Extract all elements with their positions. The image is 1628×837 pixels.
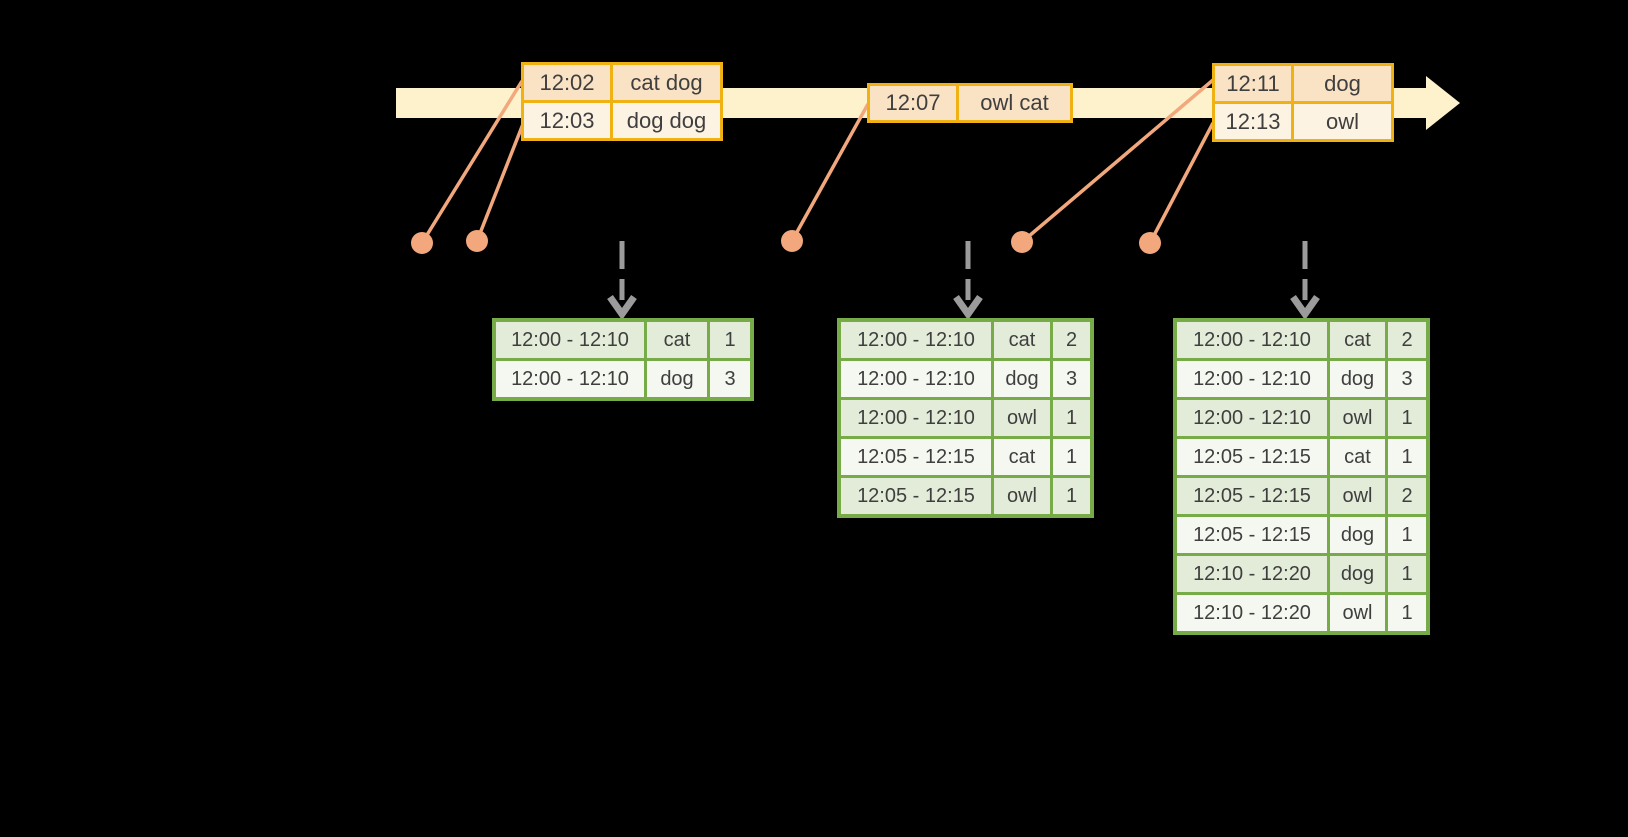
count-cell: 3 [1388,361,1426,397]
window-cell: 12:00 - 12:10 [841,361,991,397]
window-cell: 12:05 - 12:15 [1177,517,1327,553]
count-cell: 1 [1053,478,1090,514]
event-time: 12:03 [524,103,610,138]
count-cell: 2 [1053,322,1090,358]
count-cell: 1 [1388,595,1426,631]
event-time: 12:13 [1215,104,1291,139]
word-cell: cat [994,322,1050,358]
count-cell: 1 [710,322,750,358]
word-cell: cat [994,439,1050,475]
window-cell: 12:00 - 12:10 [1177,322,1327,358]
event-dot [1011,231,1033,253]
event-words: cat dog [613,65,720,100]
word-cell: dog [1330,556,1385,592]
window-cell: 12:00 - 12:10 [1177,361,1327,397]
word-cell: owl [994,400,1050,436]
window-cell: 12:00 - 12:10 [841,400,991,436]
event-dot [781,230,803,252]
window-cell: 12:05 - 12:15 [841,478,991,514]
count-cell: 3 [710,361,750,397]
word-cell: cat [1330,322,1385,358]
timeline-arrowhead-icon [1426,76,1460,130]
event-table-2: 12:07 owl cat [867,83,1073,123]
count-cell: 1 [1388,439,1426,475]
event-dot [1139,232,1161,254]
event-dot [411,232,433,254]
count-cell: 1 [1388,556,1426,592]
result-table-2: 12:00 - 12:10 cat 2 12:00 - 12:10 dog 3 … [837,318,1094,518]
word-cell: dog [994,361,1050,397]
connector-line [420,80,524,244]
word-cell: cat [1330,439,1385,475]
count-cell: 2 [1388,322,1426,358]
count-cell: 2 [1388,478,1426,514]
result-table-3: 12:00 - 12:10 cat 2 12:00 - 12:10 dog 3 … [1173,318,1430,635]
window-cell: 12:00 - 12:10 [496,361,644,397]
word-cell: cat [647,322,707,358]
event-words: dog dog [613,103,720,138]
word-cell: owl [1330,595,1385,631]
dashed-arrow [1290,241,1320,321]
word-cell: owl [994,478,1050,514]
connector-line [1020,78,1215,244]
window-cell: 12:05 - 12:15 [841,439,991,475]
connector-line [475,123,525,242]
event-words: dog [1294,66,1391,101]
connector-line [1148,122,1215,244]
window-cell: 12:05 - 12:15 [1177,439,1327,475]
word-cell: dog [647,361,707,397]
event-table-1: 12:02 cat dog 12:03 dog dog [521,62,723,141]
window-cell: 12:00 - 12:10 [1177,400,1327,436]
event-words: owl [1294,104,1391,139]
event-dot [466,230,488,252]
word-cell: owl [1330,478,1385,514]
word-cell: dog [1330,517,1385,553]
window-cell: 12:00 - 12:10 [841,322,991,358]
count-cell: 1 [1053,400,1090,436]
event-time: 12:07 [870,86,956,120]
event-time: 12:11 [1215,66,1291,101]
event-words: owl cat [959,86,1070,120]
dashed-arrow [953,241,983,321]
word-cell: dog [1330,361,1385,397]
connector-line [790,103,870,242]
window-cell: 12:10 - 12:20 [1177,556,1327,592]
result-table-1: 12:00 - 12:10 cat 1 12:00 - 12:10 dog 3 [492,318,754,401]
count-cell: 3 [1053,361,1090,397]
window-cell: 12:05 - 12:15 [1177,478,1327,514]
dashed-arrow [607,241,637,321]
count-cell: 1 [1388,517,1426,553]
window-cell: 12:00 - 12:10 [496,322,644,358]
window-cell: 12:10 - 12:20 [1177,595,1327,631]
word-cell: owl [1330,400,1385,436]
count-cell: 1 [1388,400,1426,436]
event-time: 12:02 [524,65,610,100]
count-cell: 1 [1053,439,1090,475]
event-table-3: 12:11 dog 12:13 owl [1212,63,1394,142]
